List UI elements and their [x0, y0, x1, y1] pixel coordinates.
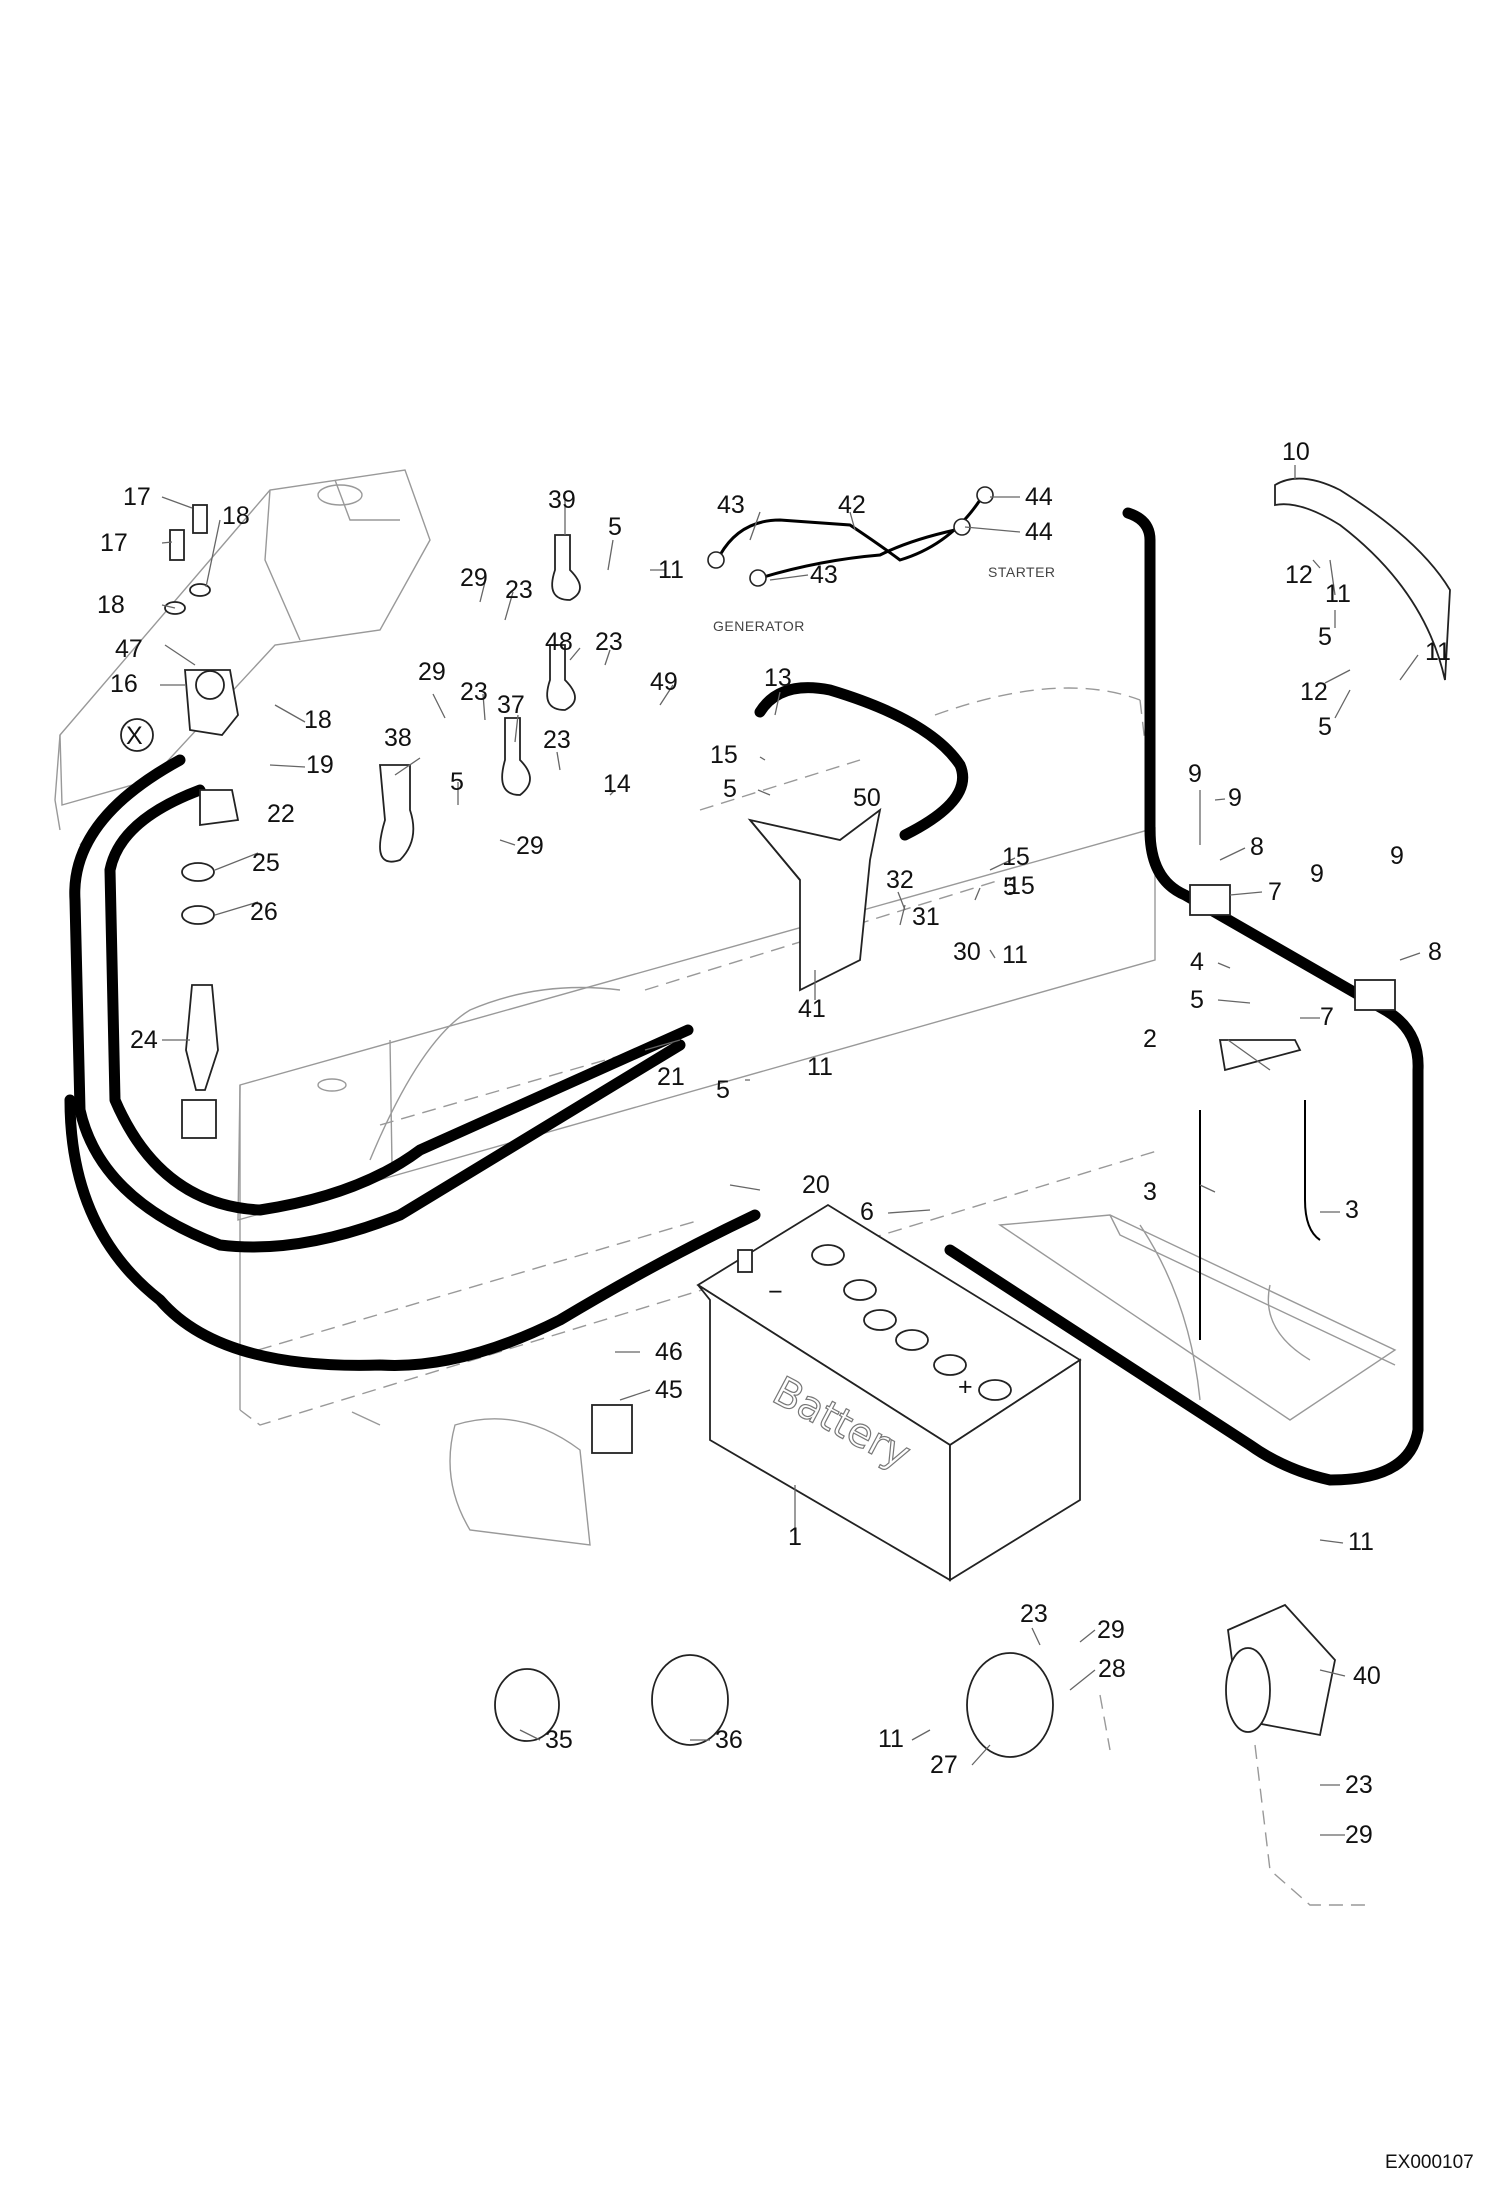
battery: Battery − + [696, 1203, 1082, 1582]
callout: 15 [1007, 872, 1035, 900]
callout: 11 [807, 1053, 833, 1081]
callout: 11 [1002, 941, 1028, 969]
callout: 45 [655, 1376, 683, 1404]
callout: 11 [1325, 580, 1351, 608]
callout: 20 [802, 1171, 830, 1199]
callout: 12 [1300, 678, 1328, 706]
minus-sign: − [768, 1278, 783, 1306]
callout: 7 [1320, 1003, 1334, 1031]
callout: 23 [1020, 1600, 1048, 1628]
callout: 44 [1025, 518, 1053, 546]
drawing-code: EX000107 [1385, 2152, 1474, 2173]
callout: 12 [1285, 561, 1313, 589]
callout: 23 [505, 576, 533, 604]
callout: 5 [723, 775, 737, 803]
callout: 39 [548, 486, 576, 514]
callout: 30 [953, 938, 981, 966]
callout: 35 [545, 1726, 573, 1754]
callout: 13 [764, 664, 792, 692]
callout: 28 [1098, 1655, 1126, 1683]
plus-sign: + [958, 1373, 973, 1401]
battery-cables [64, 507, 1424, 1486]
generator-label: GENERATOR [713, 618, 805, 634]
callout: 21 [657, 1063, 685, 1091]
callout: 47 [115, 635, 143, 663]
callout: 29 [418, 658, 446, 686]
callout: 19 [306, 751, 334, 779]
callout: 16 [110, 670, 138, 698]
callout: 14 [603, 770, 631, 798]
callout: 11 [658, 556, 684, 584]
callout: 5 [608, 513, 622, 541]
hardware-parts: X [120, 477, 1451, 1906]
callout: 11 [878, 1725, 904, 1753]
callout: 17 [100, 529, 128, 557]
callout: 26 [250, 898, 278, 926]
callout: 23 [1345, 1771, 1373, 1799]
callout: 37 [497, 691, 525, 719]
callout: 2 [1143, 1025, 1157, 1053]
callout: 3 [1143, 1178, 1157, 1206]
callout: 41 [798, 995, 826, 1023]
callout: 8 [1250, 833, 1264, 861]
callout: 5 [1190, 986, 1204, 1014]
callout: 23 [595, 628, 623, 656]
callout: 9 [1188, 760, 1202, 788]
callout: 29 [460, 564, 488, 592]
callout: 9 [1310, 860, 1324, 888]
callout: 23 [460, 678, 488, 706]
callout: 22 [267, 800, 295, 828]
callout: 5 [1318, 713, 1332, 741]
callout: 17 [123, 483, 151, 511]
callout: 6 [860, 1198, 874, 1226]
callout: 5 [450, 768, 464, 796]
callout: 38 [384, 724, 412, 752]
callout: 27 [930, 1751, 958, 1779]
callout: 44 [1025, 483, 1053, 511]
callout: 11 [1425, 638, 1451, 666]
callout: 3 [1345, 1196, 1359, 1224]
callout: 4 [1190, 948, 1204, 976]
callout: 24 [130, 1026, 158, 1054]
callout: 43 [717, 491, 745, 519]
callout: 48 [545, 628, 573, 656]
callout: 5 [1003, 873, 1017, 901]
callout: 29 [516, 832, 544, 860]
callout: 42 [838, 491, 866, 519]
callout: 18 [97, 591, 125, 619]
callout: 18 [222, 502, 250, 530]
callout: 36 [715, 1726, 743, 1754]
thin-wires [707, 486, 994, 587]
callout: 50 [853, 784, 881, 812]
callout: 25 [252, 849, 280, 877]
callout: 49 [650, 668, 678, 696]
callout: 31 [912, 903, 940, 931]
callout: 11 [1348, 1528, 1374, 1556]
callout-numbers: 17 17 18 18 18 47 16 19 22 25 26 24 39 5… [97, 438, 1451, 1849]
callout: 1 [788, 1523, 802, 1551]
callout: 15 [710, 741, 738, 769]
callout: 29 [1345, 1821, 1373, 1849]
callout: 46 [655, 1338, 683, 1366]
callout: 32 [886, 866, 914, 894]
callout: 10 [1282, 438, 1310, 466]
callout: 8 [1428, 938, 1442, 966]
callout: 18 [304, 706, 332, 734]
callout: 9 [1390, 842, 1404, 870]
callout: 7 [1268, 878, 1282, 906]
callout: 43 [810, 561, 838, 589]
battery-tray [997, 1039, 1397, 1421]
callout: 29 [1097, 1616, 1125, 1644]
callout: 9 [1228, 784, 1242, 812]
callout: 15 [1002, 843, 1030, 871]
leader-lines [160, 465, 1421, 1836]
frame-outline [237, 687, 1161, 1426]
callout: 5 [1318, 623, 1332, 651]
callout: 23 [543, 726, 571, 754]
starter-label: STARTER [988, 564, 1056, 580]
callout: 40 [1353, 1662, 1381, 1690]
x-marker: X [126, 722, 143, 750]
callout: 5 [716, 1076, 730, 1104]
